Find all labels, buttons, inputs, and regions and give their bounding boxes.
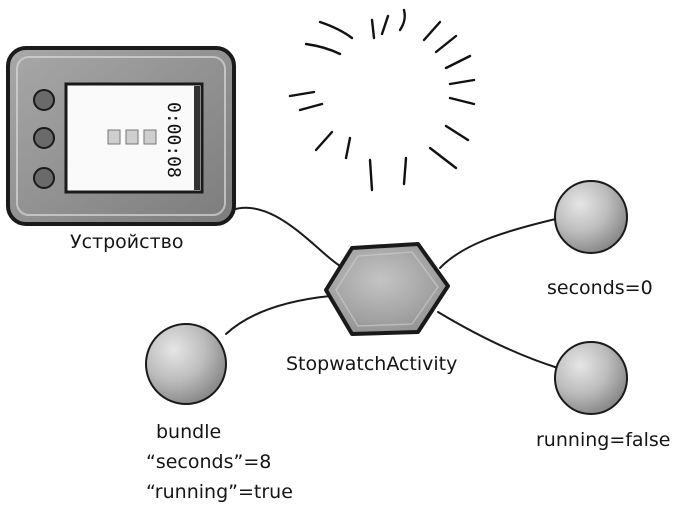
device-hw-button (33, 167, 55, 189)
device-hw-button (33, 127, 55, 149)
device-hw-button (33, 89, 55, 111)
running-label: running=false (536, 429, 671, 451)
connector-device-activity (231, 206, 341, 267)
device-label: Устройство (70, 231, 184, 253)
bundle-entry-seconds: “seconds”=8 (146, 451, 272, 473)
screen-button (143, 129, 157, 145)
device-illustration: 0:00:08 (6, 46, 236, 226)
sphere-seconds (554, 180, 628, 254)
activity-label: StopwatchActivity (286, 353, 458, 375)
object-spheres (145, 180, 628, 415)
screen-button (107, 129, 121, 145)
screen-timer: 0:00:08 (163, 102, 184, 178)
seconds-label: seconds=0 (547, 277, 653, 299)
bundle-entry-running: “running”=true (146, 481, 293, 503)
sphere-running (554, 341, 628, 415)
connector-activity-bundle (225, 295, 331, 335)
activity-hexagon (324, 242, 450, 336)
connector-lines (225, 206, 561, 369)
bundle-title: bundle (156, 421, 222, 443)
sphere-bundle (145, 323, 227, 405)
connector-activity-seconds (439, 217, 561, 269)
sun-sketch (288, 8, 476, 192)
screen-button (125, 129, 139, 145)
connector-activity-running (437, 311, 559, 369)
